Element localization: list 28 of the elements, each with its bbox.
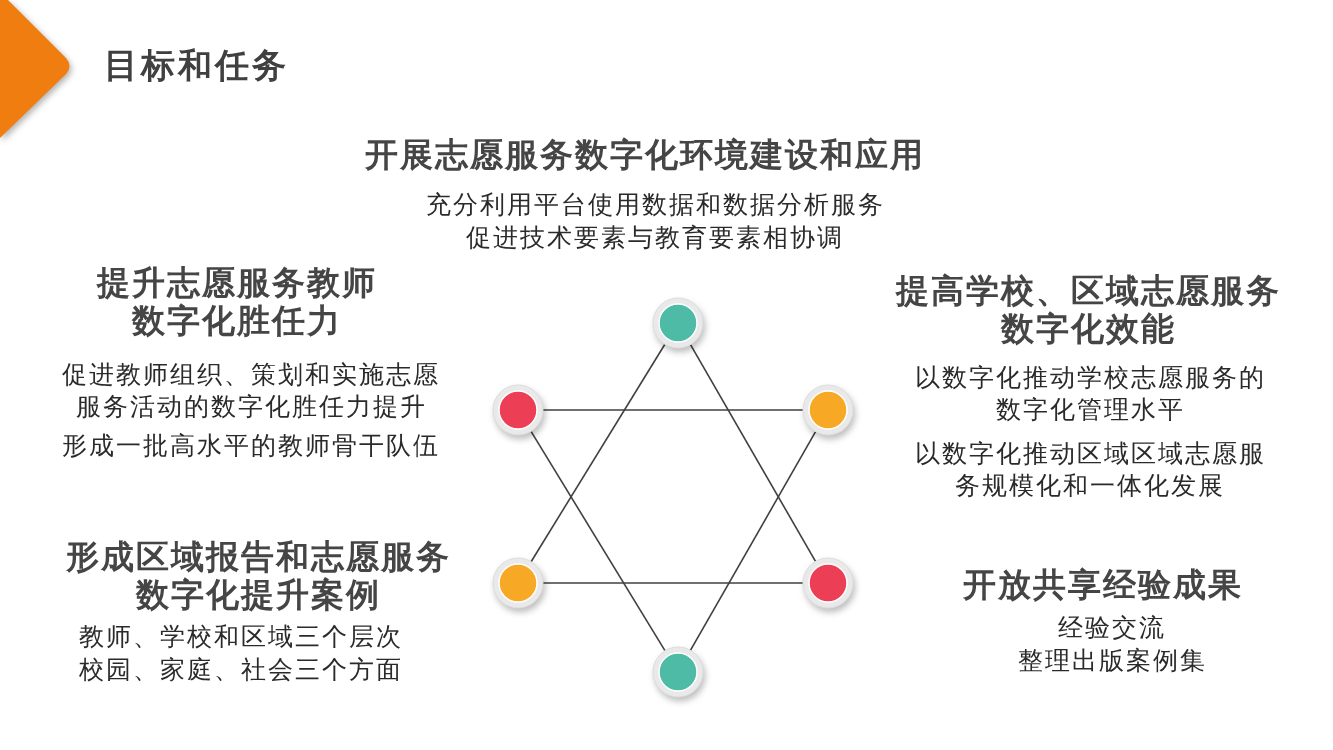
connector-line (530, 343, 666, 563)
dot-marker (491, 556, 545, 610)
connector-line (542, 582, 804, 584)
body-text: 校园、家庭、社会三个方面 (79, 654, 403, 686)
section-heading: 形成区域报告和志愿服务数字化提升案例 (64, 538, 452, 614)
body-text: 充分利用平台使用数据和数据分析服务 (425, 189, 885, 221)
section-heading: 开放共享经验成果 (963, 566, 1243, 604)
body-text: 促进技术要素与教育要素相协调 (466, 222, 844, 254)
dot-marker (651, 296, 705, 350)
connector-line (530, 430, 666, 652)
body-text: 以数字化推动学校志愿服务的数字化管理水平 (913, 362, 1267, 426)
body-text: 经验交流 (1058, 612, 1166, 644)
section-heading: 提升志愿服务教师数字化胜任力 (95, 264, 378, 340)
body-text: 整理出版案例集 (1017, 645, 1207, 677)
body-text: 以数字化推动区域区域志愿服务规模化和一体化发展 (913, 438, 1267, 502)
section-heading: 开展志愿服务数字化环境建设和应用 (365, 136, 925, 174)
body-text: 形成一批高水平的教师骨干队伍 (62, 430, 440, 462)
dot-marker (651, 645, 705, 699)
page-title: 目标和任务 (104, 44, 289, 87)
body-text: 教师、学校和区域三个层次 (79, 621, 403, 653)
connector-line (689, 430, 817, 652)
connector-line (689, 343, 817, 563)
dot-marker (801, 556, 855, 610)
connector-line (542, 409, 804, 411)
dot-marker (801, 383, 855, 437)
section-heading: 提高学校、区域志愿服务数字化效能 (894, 272, 1282, 348)
dot-marker (491, 383, 545, 437)
body-text: 促进教师组织、策划和实施志愿服务活动的数字化胜任力提升 (61, 359, 441, 423)
